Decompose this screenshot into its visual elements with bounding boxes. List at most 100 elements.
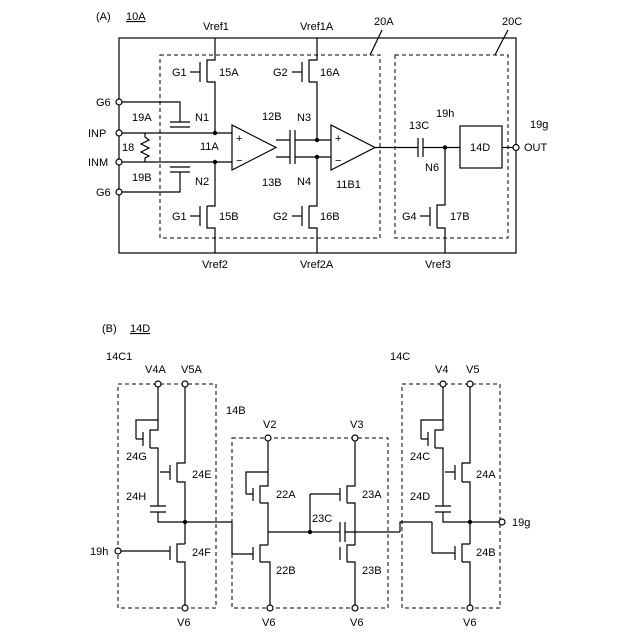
transistor-22a-label: 22A (276, 489, 296, 501)
block-20a (160, 55, 380, 238)
vref2-label: Vref2 (202, 259, 228, 271)
v4a-terminal (155, 381, 161, 387)
transistor-24a-label: 24A (476, 469, 496, 481)
node-n1-label: N1 (195, 112, 209, 124)
transistor-23a-label: 23A (362, 489, 382, 501)
inp-label: INP (88, 128, 106, 140)
transistor-24g (136, 387, 158, 490)
transistor-24b (432, 522, 470, 605)
capacitor-24h-label: 24H (126, 491, 146, 503)
capacitor-24h (150, 490, 232, 522)
inp-terminal (116, 130, 122, 136)
supply-v6-left: V6 (177, 617, 190, 629)
v6-left-terminal (182, 605, 188, 611)
part-b: (B) 14D 14C1 14B 14C V4A V5A V2 V3 V4 V5… (90, 323, 530, 629)
transistor-24b-label: 24B (476, 547, 496, 559)
cap-12b-label: 12B (262, 111, 282, 123)
transistor-17b-label: 17B (450, 211, 470, 223)
gate-g1-bottom: G1 (172, 211, 187, 223)
transistor-15b-label: 15B (219, 211, 239, 223)
node-24a-dot (468, 520, 472, 524)
part-b-label: (B) (102, 323, 117, 335)
node-n2-label: N2 (195, 176, 209, 188)
wire-19g-label: 19g (530, 119, 548, 131)
label-14c: 14C (390, 351, 410, 363)
transistor-22b (232, 522, 270, 605)
transistor-23b (340, 545, 355, 605)
transistor-16b-label: 16B (320, 211, 340, 223)
gate-g4: G4 (402, 211, 417, 223)
transistor-24g-label: 24G (126, 451, 147, 463)
vref3-label: Vref3 (425, 259, 451, 271)
supply-v5: V5 (466, 364, 479, 376)
capacitor-23c-label: 23C (312, 513, 332, 525)
supply-v4: V4 (435, 364, 448, 376)
pin-19h-label: 19h (90, 546, 108, 558)
supply-v4a: V4A (145, 364, 166, 376)
amp-11b1-label: 11B1 (336, 179, 361, 191)
node-n3-label: N3 (297, 112, 311, 124)
v5a-terminal (182, 381, 188, 387)
wire-16a (309, 38, 317, 117)
v4-terminal (440, 381, 446, 387)
v2-terminal (265, 435, 271, 441)
pin-19h-terminal (115, 548, 121, 554)
node-n4-dot (315, 155, 319, 159)
v6-mid2-terminal (352, 605, 358, 611)
part-a-ref: 10A (126, 11, 146, 23)
leader-20c (495, 30, 508, 55)
gate-g2-bottom: G2 (273, 211, 288, 223)
vref1-label: Vref1 (203, 21, 229, 33)
out-label: OUT (524, 142, 548, 154)
pin-19g-terminal (499, 519, 505, 525)
part-b-ref: 14D (130, 323, 150, 335)
v6-mid1-terminal (267, 605, 273, 611)
node-24e-dot (183, 520, 187, 524)
gate-g1-top: G1 (172, 67, 187, 79)
amp-11b1-plus: + (335, 133, 341, 145)
g6-bottom-label: G6 (96, 187, 111, 199)
wire-15a (207, 38, 215, 117)
vref2a-label: Vref2A (300, 259, 334, 271)
label-14b: 14B (226, 405, 246, 417)
node-n2-dot (213, 160, 217, 164)
label-14c1: 14C1 (106, 351, 132, 363)
v3-terminal (352, 435, 358, 441)
node-n6-label: N6 (425, 162, 439, 174)
wire-19h-label: 19h (436, 108, 454, 120)
transistor-22a (246, 441, 268, 545)
node-n3-dot (315, 138, 319, 142)
pin-19g-label: 19g (512, 517, 530, 529)
gate-g2-top: G2 (273, 67, 288, 79)
transistor-16a-label: 16A (320, 67, 340, 79)
v5-terminal (467, 381, 473, 387)
g6-top-terminal (116, 99, 122, 105)
inm-terminal (116, 159, 122, 165)
supply-v5a: V5A (181, 364, 202, 376)
leader-20a (370, 30, 382, 55)
supply-v3: V3 (350, 419, 363, 431)
supply-v6-mid1: V6 (262, 617, 275, 629)
amp-11a-minus: − (236, 155, 242, 167)
g6-bottom-terminal (116, 189, 122, 195)
amp-11b1-minus: − (335, 155, 341, 167)
transistor-24c-label: 24C (410, 451, 430, 463)
amp-11a-plus: + (236, 133, 242, 145)
transistor-24f-label: 24F (192, 547, 211, 559)
amp-11a-label: 11A (200, 141, 219, 153)
part-a-label: (A) (96, 11, 111, 23)
transistor-24f (120, 544, 185, 605)
part-a: (A) 10A 20A 20C Vref1 Vref1A Vref2 Vref2… (88, 11, 548, 271)
transistor-15a-label: 15A (219, 67, 239, 79)
out-terminal (513, 145, 519, 151)
transistor-24c (421, 387, 443, 490)
v6-right-terminal (467, 605, 473, 611)
transistor-24e (160, 387, 185, 544)
resistor-18 (141, 133, 149, 162)
capacitor-23c-wire (268, 522, 432, 532)
supply-v2: V2 (263, 419, 276, 431)
capacitor-24d-label: 24D (410, 491, 430, 503)
cap-13c-label: 13C (409, 120, 429, 132)
transistor-23a (310, 441, 355, 545)
